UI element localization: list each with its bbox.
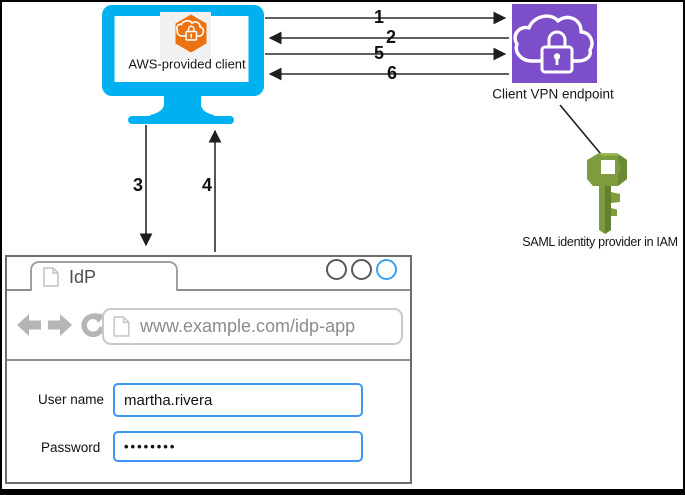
step-6-label: 6 bbox=[386, 63, 398, 83]
step-5-label: 5 bbox=[373, 43, 385, 63]
username-label: User name bbox=[38, 392, 105, 407]
browser-titlebar: IdP bbox=[7, 257, 410, 291]
vpn-keyhole-icon bbox=[553, 53, 561, 60]
forward-button[interactable] bbox=[48, 314, 72, 336]
window-control-circle-2[interactable] bbox=[351, 259, 372, 280]
vpn-cloud-icon bbox=[513, 14, 594, 63]
username-input[interactable] bbox=[113, 383, 363, 417]
vpn-to-saml-connector bbox=[559, 104, 606, 160]
aws-client-label: AWS-provided client bbox=[128, 56, 246, 72]
window-control-circle-1[interactable] bbox=[326, 259, 347, 280]
vpn-endpoint-label: Client VPN endpoint bbox=[492, 86, 614, 102]
saml-provider-label: SAML identity provider in IAM bbox=[522, 235, 678, 249]
vpn-lock-shackle-icon bbox=[547, 30, 567, 47]
step-1-label: 1 bbox=[373, 7, 385, 27]
key-head-highlight bbox=[599, 153, 620, 156]
flow-arrows bbox=[139, 11, 509, 252]
tab-page-icon bbox=[43, 267, 59, 287]
window-control-circle-active[interactable] bbox=[376, 259, 397, 280]
address-page-icon bbox=[113, 316, 130, 337]
client-app-keyhole-stem-icon bbox=[190, 35, 192, 39]
monitor-neck bbox=[150, 96, 214, 117]
browser-window: IdP bbox=[5, 255, 412, 484]
client-vpn-endpoint-icon bbox=[512, 4, 597, 83]
forward-icon bbox=[48, 314, 72, 336]
step-2-label: 2 bbox=[385, 27, 397, 47]
browser-toolbar: www.example.com/idp-app bbox=[7, 291, 410, 361]
browser-tab[interactable]: IdP bbox=[30, 261, 178, 291]
vpn-keyhole-stem-icon bbox=[555, 58, 559, 65]
step-3-label: 3 bbox=[132, 175, 144, 195]
window-controls bbox=[326, 259, 397, 280]
address-bar[interactable]: www.example.com/idp-app bbox=[102, 308, 403, 345]
step-4-label: 4 bbox=[201, 175, 213, 195]
back-button[interactable] bbox=[17, 314, 41, 336]
password-input[interactable] bbox=[113, 431, 363, 462]
tab-title: IdP bbox=[69, 266, 97, 287]
client-app-icon bbox=[160, 12, 211, 60]
diagram-canvas bbox=[102, 4, 627, 252]
monitor-base bbox=[128, 116, 234, 124]
back-icon bbox=[17, 314, 41, 336]
password-label: Password bbox=[41, 440, 101, 455]
saml-key-icon bbox=[587, 153, 627, 234]
client-app-keyhole-icon bbox=[190, 33, 193, 36]
client-app-cloud-icon bbox=[175, 20, 205, 37]
key-head-shadow bbox=[617, 153, 627, 186]
key-hole bbox=[601, 160, 615, 174]
client-app-lock-shackle-icon bbox=[187, 25, 195, 32]
key-shaft-shadow bbox=[605, 186, 611, 234]
address-url-text: www.example.com/idp-app bbox=[140, 316, 356, 336]
